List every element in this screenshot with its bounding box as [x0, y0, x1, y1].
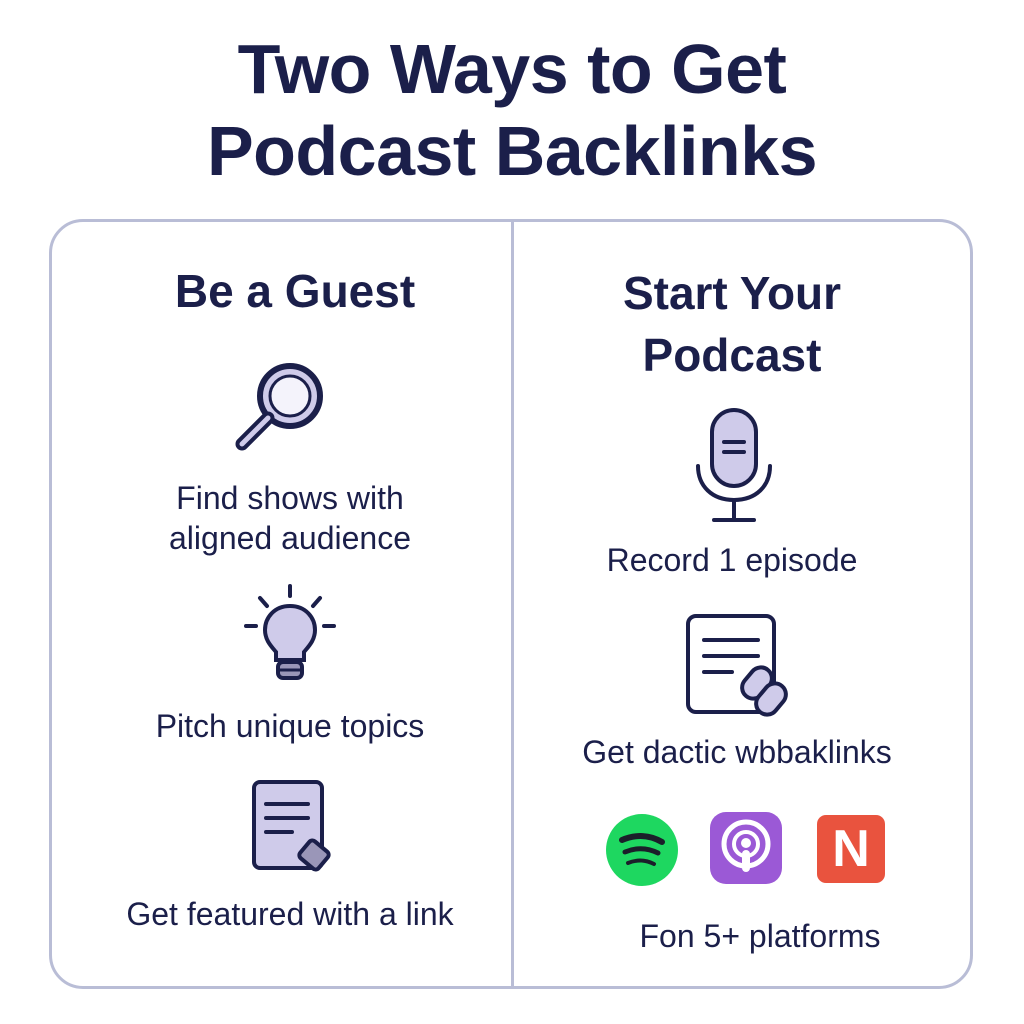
step-platforms: Fon 5+ platforms: [639, 918, 881, 954]
magnifier-icon: [235, 363, 323, 451]
step-record-episode: Record 1 episode: [606, 542, 858, 578]
step-get-featured: Get featured with a link: [126, 896, 454, 932]
column-divider: [511, 221, 514, 987]
step-pitch-topics: Pitch unique topics: [155, 708, 425, 744]
spotify-icon: [606, 814, 678, 886]
microphone-icon: [696, 408, 772, 522]
document-link-icon: [686, 614, 788, 717]
right-heading: Start Your Podcast: [622, 267, 842, 381]
document-tag-icon: [252, 780, 331, 872]
step-find-shows: Find shows with aligned audience: [169, 480, 411, 556]
apple-podcasts-icon: [710, 812, 782, 884]
page-title: Two Ways to Get Podcast Backlinks: [206, 30, 818, 190]
lightbulb-icon: [244, 584, 336, 680]
step-get-backlinks: Get dactic wbbaklinks: [582, 734, 892, 770]
left-heading: Be a Guest: [174, 265, 416, 317]
n-app-icon: N: [817, 815, 885, 883]
